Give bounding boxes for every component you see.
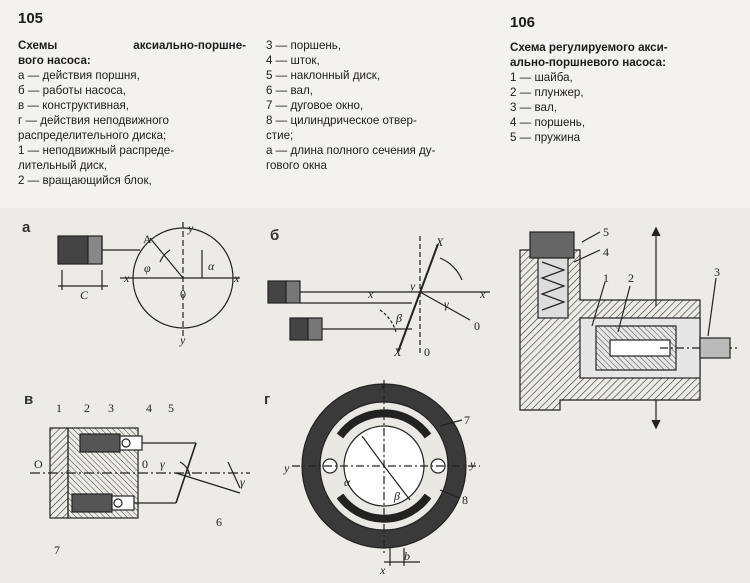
pump-106: 5 4 1 2 3	[519, 225, 740, 430]
svg-text:γ: γ	[240, 475, 245, 489]
svg-text:0: 0	[424, 345, 430, 359]
svg-text:0: 0	[474, 319, 480, 333]
svg-text:6: 6	[216, 515, 222, 529]
swash-plate	[397, 243, 439, 353]
piston-block	[57, 235, 89, 265]
svg-text:β: β	[393, 489, 400, 503]
svg-text:2: 2	[628, 271, 634, 285]
svg-text:y: y	[283, 461, 290, 475]
svg-text:7: 7	[54, 543, 60, 557]
svg-text:в: в	[24, 391, 33, 408]
svg-text:X: X	[435, 235, 444, 249]
caption-line: а — длина полного сечения ду-	[266, 144, 436, 157]
svg-text:1: 1	[603, 271, 609, 285]
caption-line: 6 — вал,	[266, 84, 313, 97]
svg-text:b: b	[404, 549, 410, 563]
caption-line: 5 — наклонный диск,	[266, 69, 381, 82]
panel-v: в 1 2 3 4 5 6 7 O 0 γ γ	[24, 391, 250, 557]
svg-text:б: б	[270, 227, 279, 244]
svg-text:x: x	[233, 271, 240, 285]
svg-text:3: 3	[714, 265, 720, 279]
svg-text:0: 0	[142, 457, 148, 471]
svg-text:β: β	[395, 311, 402, 325]
caption-line: 3 — поршень,	[266, 39, 342, 52]
svg-text:α: α	[208, 259, 215, 273]
caption-line: а — действия поршня,	[18, 69, 140, 82]
piston-rod	[87, 235, 103, 265]
figure-106-title-cont: ально-поршневого насоса:	[510, 56, 666, 69]
svg-text:5: 5	[168, 401, 174, 415]
svg-text:x: x	[123, 271, 130, 285]
svg-text:y: y	[179, 333, 186, 347]
svg-text:C: C	[80, 288, 89, 302]
svg-text:φ: φ	[144, 261, 151, 275]
panel-a: а A y y x x 0 φ α C	[22, 219, 240, 347]
svg-text:y: y	[409, 279, 416, 293]
shaft	[699, 337, 731, 359]
figure-106-title: Схема регулируемого акси-	[510, 41, 668, 54]
svg-text:3: 3	[108, 401, 114, 415]
figure-105-number: 105	[18, 10, 44, 27]
arc-window-bottom	[336, 493, 432, 523]
figure-106-caption: Схема регулируемого акси- ально-поршнево…	[510, 40, 742, 145]
figure-105-caption-col2: 3 — поршень, 4 — шток, 5 — наклонный дис…	[266, 38, 494, 173]
caption-line: 2 — плунжер,	[510, 86, 584, 99]
caption-line: лительный диск,	[18, 159, 108, 172]
figure-105-caption-col1: Схемы аксиально-поршне- вого насоса: а —…	[18, 38, 246, 188]
svg-text:1: 1	[56, 401, 62, 415]
svg-text:O: O	[34, 457, 43, 471]
svg-text:4: 4	[603, 245, 609, 259]
svg-text:γ: γ	[444, 297, 449, 311]
caption-line: распределительного диска;	[18, 129, 167, 142]
svg-text:α: α	[344, 475, 351, 489]
panel-g: г x x y y 7 8 α β b	[264, 379, 480, 577]
caption-line: 3 — вал,	[510, 101, 557, 114]
svg-text:x: x	[379, 379, 386, 393]
caption-line: 4 — поршень,	[510, 116, 586, 129]
svg-text:2: 2	[84, 401, 90, 415]
svg-text:0: 0	[180, 287, 186, 301]
spring	[540, 261, 566, 311]
caption-line: 5 — пружина	[510, 131, 581, 144]
caption-line: в — конструктивная,	[18, 99, 129, 112]
caption-line: 8 — цилиндрическое отвер-	[266, 114, 417, 127]
svg-text:y: y	[469, 457, 476, 471]
caption-line: б — работы насоса,	[18, 84, 126, 97]
panel-a-letter: а	[22, 219, 31, 236]
caption-line: 1 — шайба,	[510, 71, 573, 84]
svg-text:4: 4	[146, 401, 152, 415]
svg-text:x: x	[367, 287, 374, 301]
figure-105-title: Схемы аксиально-поршне-	[18, 39, 246, 52]
caption-line: 2 — вращающийся блок,	[18, 174, 152, 187]
caption-line: 4 — шток,	[266, 54, 320, 67]
radius-line	[149, 237, 184, 279]
caption-line: 7 — дуговое окно,	[266, 99, 364, 112]
svg-text:y: y	[187, 221, 194, 235]
svg-text:x: x	[379, 563, 386, 577]
figure-105-title-cont: вого насоса:	[18, 54, 91, 67]
caption-line: гового окна	[266, 159, 327, 172]
svg-text:г: г	[264, 391, 270, 408]
caption-line: г — действия неподвижного	[18, 114, 169, 127]
svg-text:8: 8	[462, 493, 468, 507]
figure-106-number: 106	[510, 14, 536, 31]
svg-text:5: 5	[603, 225, 609, 239]
svg-text:γ: γ	[160, 457, 165, 471]
caption-line: стие;	[266, 129, 294, 142]
label-A: A	[143, 232, 152, 246]
svg-text:7: 7	[464, 413, 470, 427]
svg-text:x: x	[479, 287, 486, 301]
panel-b: б X X x x y 0 0 β γ	[267, 227, 490, 359]
svg-text:X: X	[393, 345, 402, 359]
caption-line: 1 — неподвижный распреде-	[18, 144, 175, 157]
pump-cap	[529, 231, 575, 259]
